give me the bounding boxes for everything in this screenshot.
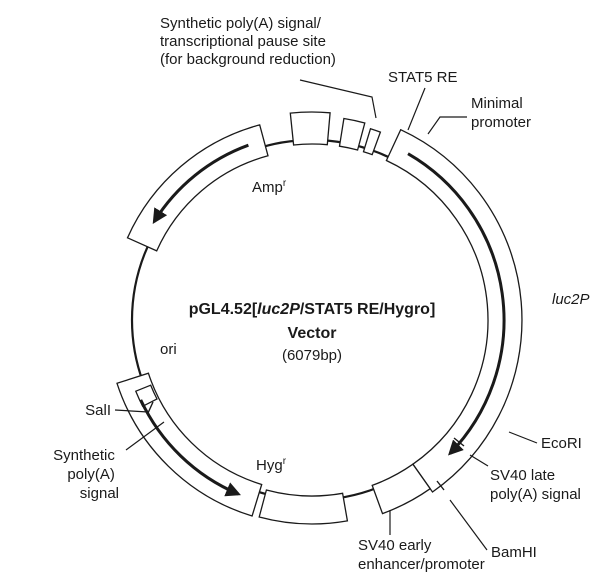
- sali-label: SalI: [85, 402, 111, 419]
- ampr-label-base: Amp: [252, 179, 283, 196]
- synthetic-polya-bottom-line2: poly(A): [67, 466, 115, 483]
- ecori-label: EcoRI: [541, 435, 582, 452]
- plasmid-size: (6079bp): [282, 347, 342, 364]
- synthetic-polya-top-segment: [289, 111, 331, 146]
- luc2p-label: luc2P: [552, 291, 590, 308]
- leader-stat5-re: [407, 87, 426, 131]
- sv40-early-line1: SV40 early: [358, 537, 432, 554]
- hygr-label-sup: r: [283, 456, 287, 467]
- ecori-tick: [453, 437, 465, 447]
- bamhi-tick: [436, 480, 445, 491]
- ampr-label-sup: r: [283, 178, 287, 189]
- minimal-promoter-line2: promoter: [471, 114, 531, 131]
- ori-label: ori: [160, 341, 177, 358]
- luc2p-segment: [385, 128, 523, 493]
- hygr-label-base: Hyg: [256, 457, 283, 474]
- hygr-segment: [116, 372, 263, 517]
- plasmid-name: pGL4.52[luc2P/STAT5 RE/Hygro]: [189, 301, 436, 318]
- hygr-label: Hygr: [256, 456, 287, 474]
- sv40-late-polya-segment: [371, 463, 432, 515]
- leader-bamhi: [449, 499, 488, 551]
- ampr-label: Ampr: [252, 178, 287, 196]
- synthetic-polya-top-line2: transcriptional pause site: [160, 33, 326, 50]
- plasmid-name-italic: luc2P: [257, 301, 300, 318]
- sv40-early-line2: enhancer/promoter: [358, 556, 485, 573]
- synthetic-polya-bottom-label: Synthetic poly(A) signal: [53, 447, 119, 502]
- minimal-promoter-segment: [362, 127, 382, 156]
- bamhi-label: BamHI: [491, 544, 537, 561]
- sv40-early-label: SV40 early enhancer/promoter: [358, 537, 485, 573]
- synthetic-polya-top-line3: (for background reduction): [160, 51, 336, 68]
- minimal-promoter-line1: Minimal: [471, 95, 523, 112]
- leader-minimal-promoter: [427, 116, 467, 135]
- sv40-late-line2: poly(A) signal: [490, 486, 581, 503]
- plasmid-name-suffix: /STAT5 RE/Hygro]: [300, 301, 435, 318]
- leader-ecori: [508, 431, 538, 444]
- synthetic-polya-top-line1: Synthetic poly(A) signal/: [160, 15, 322, 32]
- hygr-direction-arrow: [139, 399, 241, 497]
- sv40-late-line1: SV40 late: [490, 467, 555, 484]
- synthetic-polya-top-label: Synthetic poly(A) signal/ transcriptiona…: [160, 15, 336, 68]
- leader-synthetic-polya-top: [299, 79, 377, 119]
- luc2p-direction-arrow: [407, 152, 506, 456]
- plasmid-name-line2: Vector: [288, 325, 337, 342]
- sv40-late-polya-label: SV40 late poly(A) signal: [490, 467, 581, 503]
- ampr-direction-arrow: [152, 143, 249, 224]
- leader-sv40-late: [469, 454, 489, 467]
- stat5-re-label: STAT5 RE: [388, 69, 457, 86]
- plasmid-name-prefix: pGL4.52[: [189, 301, 258, 318]
- synthetic-polya-bottom-line3: signal: [80, 485, 119, 502]
- minimal-promoter-label: Minimal promoter: [471, 95, 531, 131]
- synthetic-polya-bottom-line1: Synthetic: [53, 447, 115, 464]
- sv40-early-segment: [258, 489, 349, 525]
- leader-synthetic-polya-bottom: [125, 421, 165, 451]
- sali-tick: [147, 401, 154, 414]
- leader-sali: [114, 409, 149, 413]
- stat5-re-segment: [338, 117, 366, 151]
- ampr-segment: [126, 124, 269, 252]
